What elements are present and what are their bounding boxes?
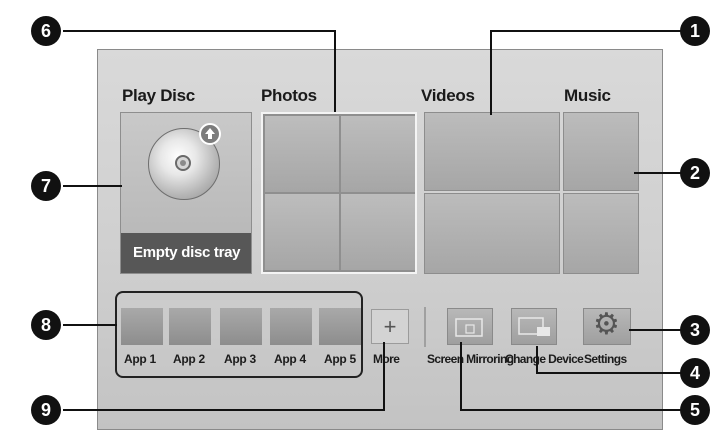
app-label: App 2	[173, 352, 205, 366]
play-disc-status: Empty disc tray	[121, 233, 251, 273]
app-tile[interactable]	[169, 308, 211, 345]
photos-tile[interactable]	[341, 116, 415, 192]
app-tile[interactable]	[121, 308, 163, 345]
photos-tile[interactable]	[265, 116, 339, 192]
callout-3: 3	[680, 315, 710, 345]
more-label: More	[373, 352, 400, 366]
category-photos: Photos	[261, 86, 317, 105]
settings-button[interactable]: ⚙	[583, 307, 631, 345]
app-tile[interactable]	[270, 308, 312, 345]
eject-icon	[199, 123, 221, 145]
app-label: App 4	[274, 352, 306, 366]
change-device-icon	[518, 317, 550, 336]
callout-7: 7	[31, 171, 61, 201]
app-label: App 3	[224, 352, 256, 366]
photos-tile[interactable]	[341, 194, 415, 270]
change-device-button[interactable]	[511, 308, 557, 345]
photos-tile-group[interactable]	[261, 112, 417, 274]
change-device-label: Change Device	[505, 352, 584, 366]
photos-tile[interactable]	[265, 194, 339, 270]
app-label: App 1	[124, 352, 156, 366]
app-label: App 5	[324, 352, 356, 366]
plus-icon: +	[383, 314, 397, 339]
category-music: Music	[564, 86, 611, 105]
apps-group	[115, 291, 363, 378]
callout-5: 5	[680, 395, 710, 425]
screen-mirroring-label: Screen Mirroring	[427, 352, 514, 366]
more-button[interactable]: +	[371, 309, 409, 344]
callout-9: 9	[31, 395, 61, 425]
play-disc-tile[interactable]: Empty disc tray	[120, 112, 252, 274]
app-tile[interactable]	[220, 308, 262, 345]
settings-label: Settings	[584, 352, 627, 366]
callout-8: 8	[31, 310, 61, 340]
app-tile[interactable]	[319, 308, 361, 345]
music-tile[interactable]	[563, 193, 639, 274]
gear-icon: ⚙	[593, 307, 620, 342]
category-play-disc: Play Disc	[122, 86, 195, 105]
screen-mirroring-button[interactable]	[447, 308, 493, 345]
screen-mirroring-icon	[455, 318, 483, 337]
callout-4: 4	[680, 358, 710, 388]
callout-1: 1	[680, 16, 710, 46]
divider	[424, 307, 426, 347]
callout-2: 2	[680, 158, 710, 188]
videos-tile[interactable]	[424, 193, 560, 274]
music-tile[interactable]	[563, 112, 639, 191]
callout-6: 6	[31, 16, 61, 46]
category-videos: Videos	[421, 86, 475, 105]
